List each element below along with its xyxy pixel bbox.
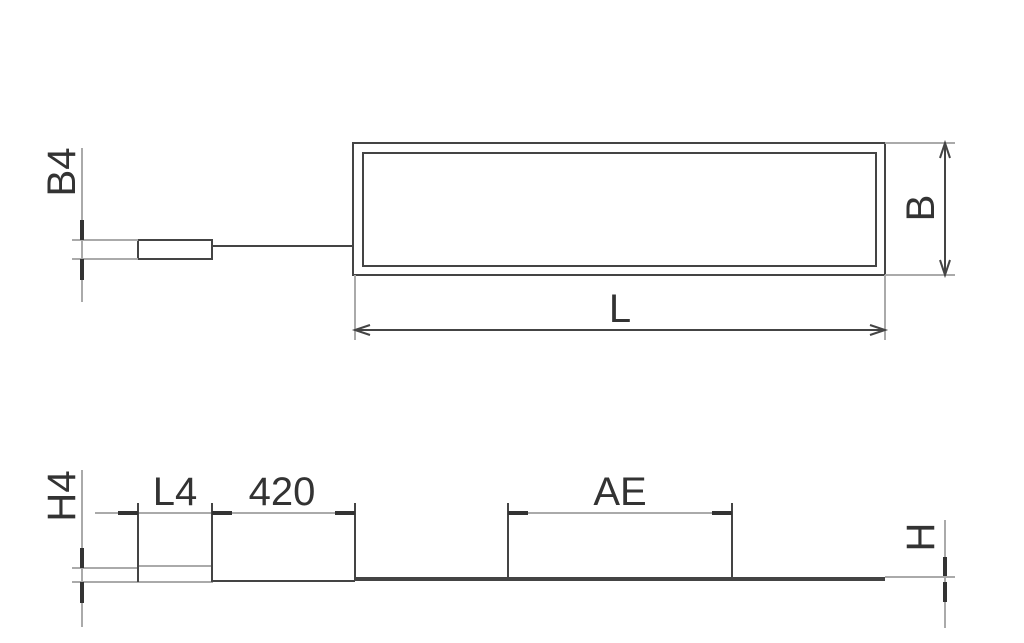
b-arrows <box>939 139 951 279</box>
side-view: H4 L4 420 AE H <box>40 470 955 628</box>
b-label: B <box>899 195 943 222</box>
cable-length-label: 420 <box>249 470 316 514</box>
top-view: B4 B L <box>40 139 955 340</box>
panel-outer-outline <box>352 142 886 276</box>
ae-label: AE <box>593 470 646 514</box>
l-arrows <box>351 324 889 336</box>
l4-label: L4 <box>153 470 198 514</box>
b4-label: B4 <box>40 148 84 197</box>
h4-label: H4 <box>40 470 84 521</box>
connector <box>137 239 213 260</box>
h-label: H <box>899 523 943 552</box>
l-label: L <box>609 287 631 331</box>
panel-inner-outline <box>362 152 877 267</box>
connector-side <box>137 565 213 583</box>
